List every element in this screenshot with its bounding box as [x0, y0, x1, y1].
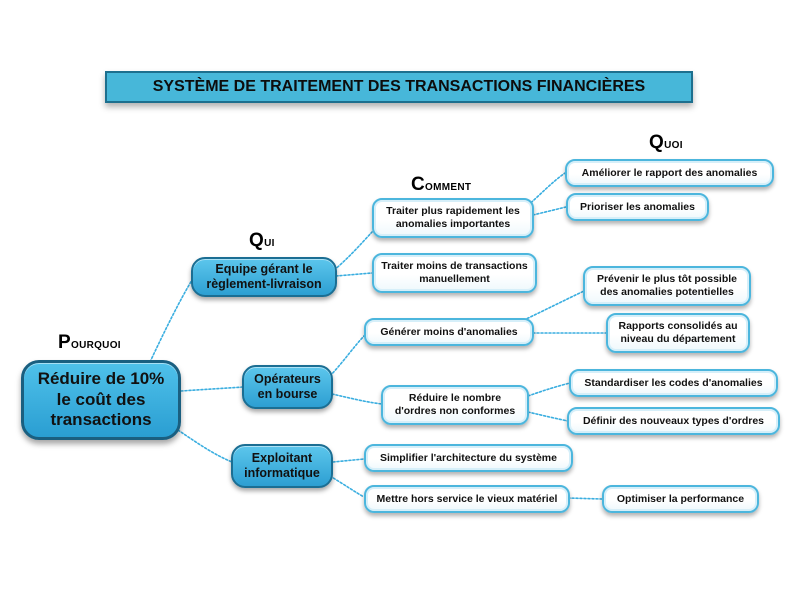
how-node-traiter-moins: Traiter moins de transactions manuelleme…: [372, 253, 537, 293]
connector-rapide-prioriser: [532, 206, 567, 216]
connector-root-equipe: [149, 279, 193, 363]
who-node-equipe: Equipe gérant le règlement-livraison: [191, 257, 337, 297]
connector-generer-prevenir: [519, 290, 585, 323]
how-node-reduire-ordres: Réduire le nombre d'ordres non conformes: [381, 385, 529, 425]
what-node-standardiser: Standardiser les codes d'anomalies: [569, 369, 778, 397]
root-node: Réduire de 10% le coût des transactions: [21, 360, 181, 440]
connector-reduire-standardiser: [527, 382, 571, 397]
connector-root-exploitant: [177, 429, 233, 463]
who-node-operateurs: Opérateurs en bourse: [242, 365, 333, 409]
how-node-simplifier: Simplifier l'architecture du système: [364, 444, 573, 472]
connector-mettre-optimiser: [567, 497, 603, 500]
how-node-mettre-hors-service: Mettre hors service le vieux matériel: [364, 485, 570, 513]
heading-pourquoi: Pourquoi: [58, 332, 121, 353]
connector-equipe-traiter-moins: [335, 272, 373, 277]
connector-root-operateurs: [180, 386, 244, 392]
what-node-ameliorer: Améliorer le rapport des anomalies: [565, 159, 774, 187]
how-node-generer-moins: Générer moins d'anomalies: [364, 318, 534, 346]
connector-reduire-definir: [527, 411, 569, 422]
diagram-title: SYSTÈME DE TRAITEMENT DES TRANSACTIONS F…: [105, 71, 693, 103]
heading-qui: Qui: [249, 230, 275, 251]
who-node-exploitant: Exploitant informatique: [231, 444, 333, 488]
what-node-prioriser: Prioriser les anomalies: [566, 193, 709, 221]
what-node-definir: Définir des nouveaux types d'ordres: [567, 407, 780, 435]
what-node-prevenir: Prévenir le plus tôt possible des anomal…: [583, 266, 751, 306]
connector-exploitant-mettre: [329, 475, 365, 498]
how-node-traiter-rapidement: Traiter plus rapidement les anomalies im…: [372, 198, 534, 238]
heading-comment: Comment: [411, 174, 472, 195]
connector-exploitant-simplifier: [332, 458, 365, 463]
what-node-rapports: Rapports consolidés au niveau du départe…: [606, 313, 750, 353]
connector-operateurs-generer: [329, 334, 366, 377]
heading-quoi: Quoi: [649, 132, 683, 153]
connector-operateurs-reduire: [331, 393, 383, 405]
what-node-optimiser: Optimiser la performance: [602, 485, 759, 513]
